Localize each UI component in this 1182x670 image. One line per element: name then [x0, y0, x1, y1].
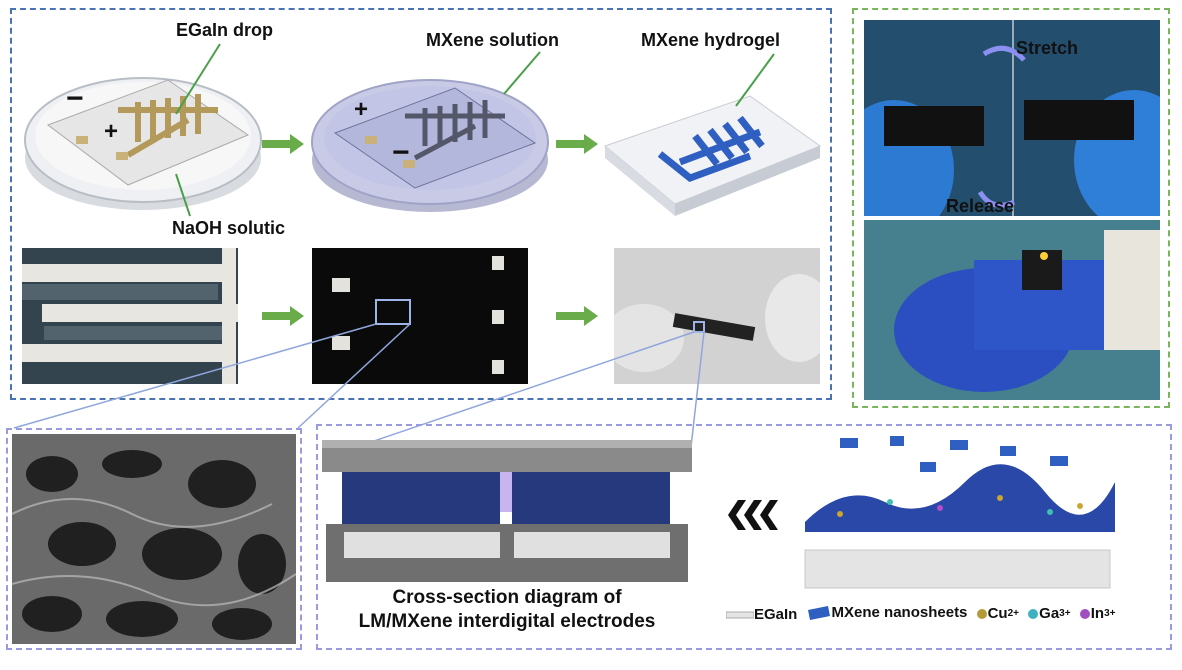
egain-drop-label: EGaIn drop: [176, 20, 274, 40]
legend-ga-label: Ga: [1039, 605, 1060, 622]
arrow-right-2: [556, 134, 598, 154]
egain-petri-dish: [24, 77, 262, 210]
flexible-device-photo: [614, 248, 820, 384]
legend-ga-charge: 3+: [1059, 608, 1071, 619]
mxene-hydrogel-pointer: [735, 53, 775, 107]
caption-line-2: LM/MXene interdigital electrodes: [358, 611, 656, 632]
stretch-panel: [852, 8, 1170, 408]
mxene-hydrogel-substrate: [603, 95, 822, 216]
mxene-hydrogel-label: MXene hydrogel: [641, 30, 781, 50]
minus-sign-1: −: [66, 82, 84, 115]
cross-section-panel: [316, 424, 1172, 650]
sem-porous-image: [12, 434, 296, 644]
mxene-solution-dish: [311, 79, 549, 212]
triple-chevron-arrow: [728, 500, 778, 530]
stretch-label: Stretch: [1016, 38, 1079, 58]
egain-pointer-line: [175, 43, 221, 115]
mxene-sheet-icon: [807, 605, 830, 620]
cross-section-diagram: [322, 440, 692, 582]
legend-cu-charge: 2+: [1007, 608, 1019, 619]
stretch-release-photo: [864, 20, 1160, 216]
in-ion-icon: [1079, 608, 1090, 619]
sem-panel: [6, 428, 302, 650]
legend-mxene: MXene nanosheets: [806, 604, 968, 621]
caption-line-1: Cross-section diagram of: [392, 587, 622, 608]
plus-sign-2: +: [354, 96, 369, 123]
arrow-right-1: [262, 134, 304, 154]
mxene-solution-label: MXene solution: [426, 30, 560, 50]
legend-in-label: In: [1090, 605, 1105, 622]
legend-mxene-label: MXene nanosheets: [831, 604, 968, 621]
mxene-coated-electrode-photo: [312, 248, 528, 384]
naoh-pointer-line: [175, 173, 191, 217]
minus-sign-2: −: [392, 136, 410, 169]
arrow-right-4: [556, 306, 598, 326]
fabrication-panel: [10, 8, 832, 400]
cu-ion-icon: [976, 608, 987, 619]
naoh-label: NaOH solutic: [172, 218, 286, 238]
release-label: Release: [946, 196, 1015, 216]
legend-egain-label: EGaIn: [754, 606, 798, 623]
cross-section-caption: Cross-section diagram of LM/MXene interd…: [322, 586, 692, 634]
arrow-right-3: [262, 306, 304, 326]
egain-swatch-icon: [726, 611, 754, 618]
plus-sign-1: +: [104, 118, 119, 145]
mxene-solution-pointer: [503, 51, 541, 95]
mxene-assembly-diagram: [804, 436, 1115, 589]
legend-egain: EGaIn: [726, 606, 797, 623]
legend-in-charge: 3+: [1104, 608, 1116, 619]
egain-electrode-photo: [22, 248, 238, 384]
wrist-wearable-photo: [864, 220, 1160, 400]
ga-ion-icon: [1028, 608, 1039, 619]
legend-cu-label: Cu: [987, 605, 1008, 622]
